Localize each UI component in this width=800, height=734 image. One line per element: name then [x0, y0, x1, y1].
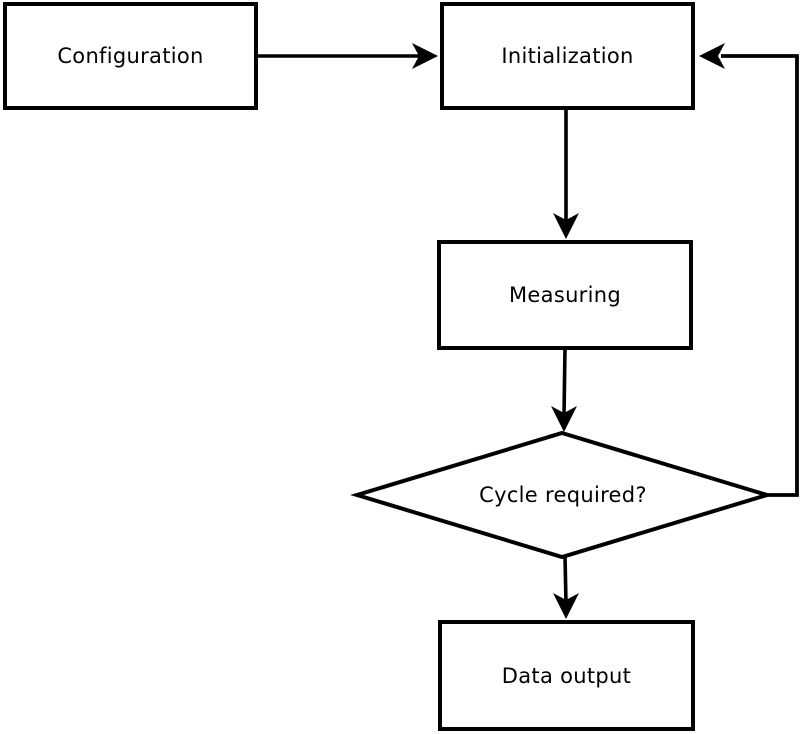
node-measuring: Measuring: [437, 240, 693, 350]
edge-initialization-to-measuring: [553, 108, 579, 239]
node-data-output-label: Data output: [501, 663, 632, 688]
edge-decision-loop-to-initialization: [699, 43, 799, 497]
arrowhead-left-icon: [699, 43, 725, 69]
node-cycle-required-shape: [350, 430, 774, 560]
node-initialization-label: Initialization: [501, 44, 634, 68]
edge-decision-to-data-output: [553, 555, 579, 619]
arrowhead-right-icon: [412, 43, 438, 69]
node-cycle-required-label: Cycle required?: [479, 483, 647, 507]
node-initialization: Initialization: [440, 2, 695, 110]
node-configuration-label: Configuration: [57, 44, 204, 68]
node-measuring-label: Measuring: [509, 283, 621, 307]
node-cycle-required: Cycle required?: [407, 475, 719, 515]
node-data-output: Data output: [438, 620, 695, 731]
arrowhead-down-icon: [553, 593, 579, 619]
edge-configuration-to-initialization: [258, 43, 438, 69]
node-configuration: Configuration: [3, 2, 258, 110]
edge-measuring-to-decision: [551, 347, 577, 432]
arrowhead-down-icon: [551, 406, 577, 432]
arrowhead-down-icon: [553, 213, 579, 239]
